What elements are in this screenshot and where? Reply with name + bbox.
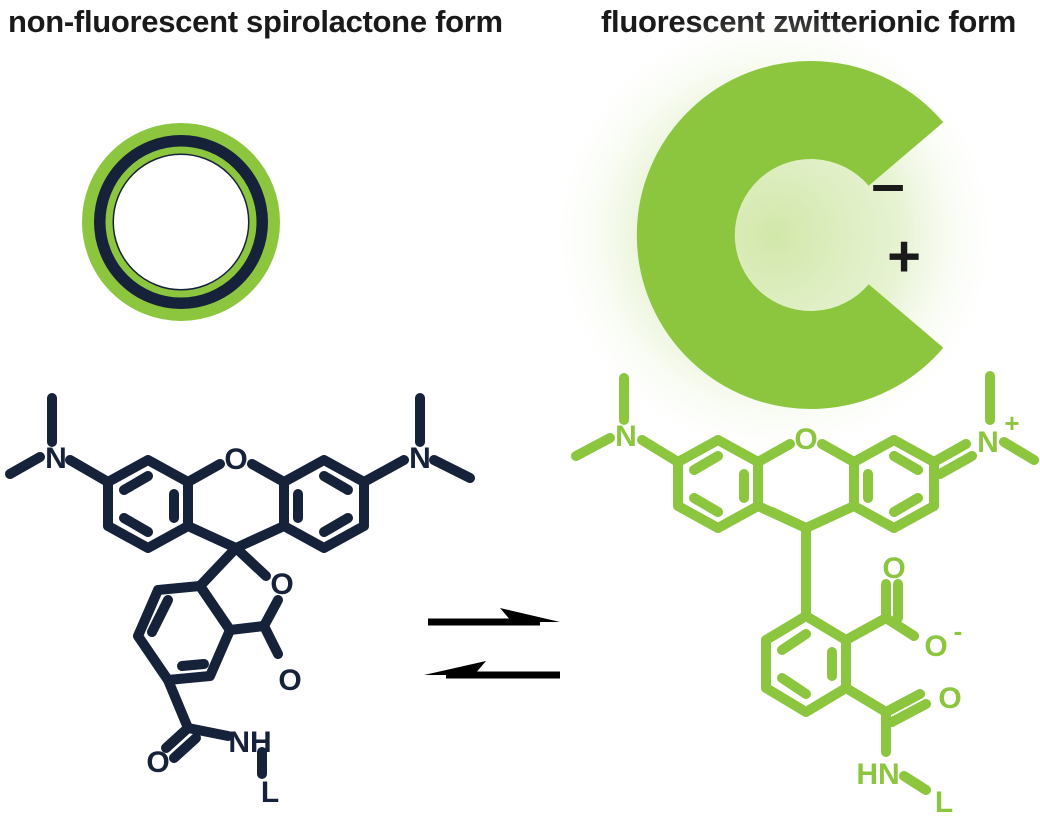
closed-ring-icon	[82, 123, 280, 321]
zw-amide-oxygen-label: O	[938, 682, 961, 715]
bridge-oxygen-label: O	[224, 443, 247, 476]
zw-carboxylate-minus-oxygen-label: O	[924, 630, 947, 663]
zw-iminium-n-label: N	[977, 426, 999, 459]
zw-iminium-plus-charge: +	[1004, 408, 1019, 438]
zw-carboxylate-minus-charge: -	[954, 616, 963, 646]
right-amine-n-label: N	[409, 442, 431, 475]
zw-linker-l-label: L	[935, 786, 953, 819]
open-ring-icon	[636, 61, 944, 409]
zw-carboxylate-top-oxygen-label: O	[882, 552, 905, 585]
spirolactone-structure	[5, 393, 475, 779]
zw-amide-hn-label: HN	[856, 758, 899, 791]
zw-bridge-oxygen-label: O	[794, 423, 817, 456]
lactone-oxygen-label: O	[270, 568, 293, 601]
zwitterion-structure	[571, 371, 1039, 795]
positive-charge-symbol: +	[887, 224, 921, 289]
equilibrium-arrows	[424, 608, 560, 679]
negative-charge-symbol: –	[871, 150, 904, 217]
zw-left-amine-n-label: N	[615, 420, 637, 453]
left-amine-n-label: N	[45, 442, 67, 475]
carbonyl-oxygen-label: O	[278, 664, 301, 697]
left-form-title: non-fluorescent spirolactone form	[8, 4, 503, 39]
linker-l-label: L	[261, 776, 279, 809]
amide-nh-label: NH	[228, 726, 271, 759]
amide-oxygen-label: O	[146, 746, 169, 779]
